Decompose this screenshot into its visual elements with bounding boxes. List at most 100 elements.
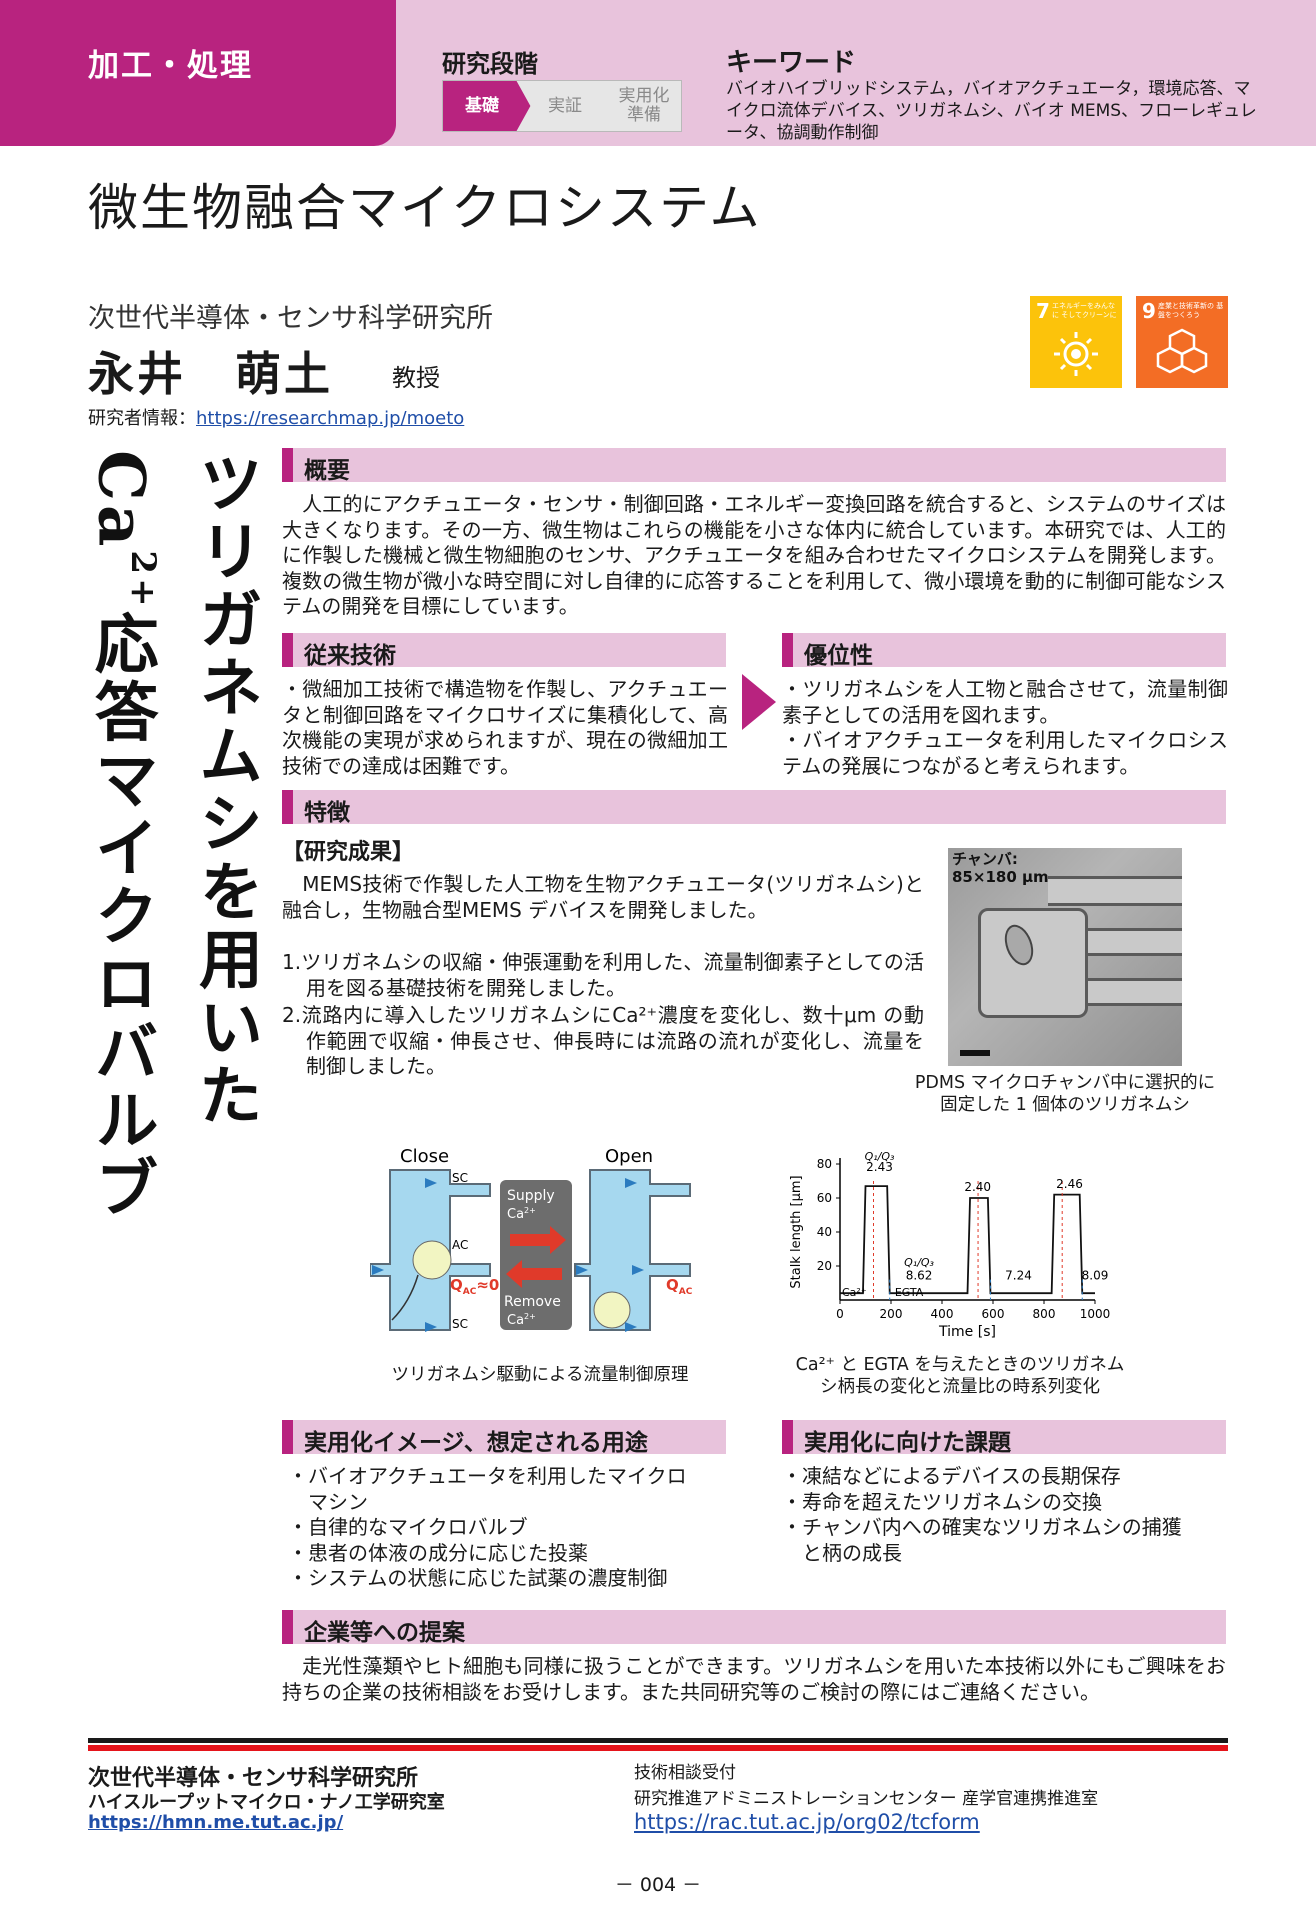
remove-arrow-icon xyxy=(506,1260,562,1288)
footer-lab: ハイスループットマイクロ・ナノ工学研究室 xyxy=(88,1792,445,1813)
flow-arrow-icon xyxy=(576,1265,588,1275)
footer-institute: 次世代半導体・センサ科学研究所 xyxy=(88,1766,419,1791)
footer-rule-red xyxy=(88,1745,1228,1751)
list-item: ・バイオアクチュエータを利用したマイクロ マシン xyxy=(288,1464,687,1514)
footer-consult-link[interactable]: https://rac.tut.ac.jp/org02/tcform xyxy=(634,1810,980,1834)
sdg-9-badge: 9 産業と技術革新の 基盤をつくろう xyxy=(1136,296,1228,388)
x-tick-label: 600 xyxy=(982,1307,1005,1321)
diagram-caption: ツリガネムシ駆動による流量制御原理 xyxy=(391,1365,689,1385)
sun-icon xyxy=(1054,332,1098,376)
diagram-open-label: Open xyxy=(605,1146,653,1167)
photo-channel xyxy=(1088,978,1182,1006)
researcher-role: 教授 xyxy=(392,364,440,392)
footer-consult-label: 技術相談受付 xyxy=(634,1763,736,1783)
researchmap-link[interactable]: https://researchmap.jp/moeto xyxy=(196,408,465,429)
section-title-applications: 実用化イメージ、想定される用途 xyxy=(304,1430,648,1456)
stage-demonstration: 実証 xyxy=(516,80,606,132)
remove-ca-label: Ca2+ xyxy=(507,1312,536,1328)
microscope-photo: チャンバ: 85×180 μm xyxy=(948,848,1182,1066)
page-title: 微生物融合マイクロシステム xyxy=(88,179,762,237)
researcher-info-label: 研究者情報： xyxy=(88,408,196,429)
scale-bar xyxy=(960,1050,990,1056)
sdg-7-number: 7 xyxy=(1036,299,1050,323)
diagram-ac: AC xyxy=(452,1238,468,1252)
section-title-features: 特徴 xyxy=(304,800,350,826)
diagram-sc-bottom: SC xyxy=(452,1317,468,1331)
ca-label: Ca²⁺ xyxy=(842,1286,867,1299)
x-tick-label: 400 xyxy=(931,1307,954,1321)
chart-annotation: 8.62 xyxy=(906,1269,933,1283)
supply-label: Supply xyxy=(507,1188,555,1204)
x-tick-label: 0 xyxy=(836,1307,844,1321)
footer-consult-office: 研究推進アドミニストレーションセンター 産学官連携推進室 xyxy=(634,1789,1099,1809)
applications-list: ・バイオアクチュエータを利用したマイクロ マシン ・自律的なマイクロバルブ ・患… xyxy=(288,1464,728,1592)
features-item-2: 2.流路内に導入したツリガネムシにCa²⁺濃度を変化し、数十μm の動作範囲で収… xyxy=(282,1003,924,1078)
y-tick-label: 60 xyxy=(817,1191,832,1205)
vertical-title-ca: Ca xyxy=(83,450,159,551)
category-tab: 加工・処理 xyxy=(0,0,396,146)
flow-arrow-icon xyxy=(632,1265,644,1275)
diagram-sc-top: SC xyxy=(452,1171,468,1185)
photo-channel xyxy=(1048,876,1182,906)
category-label: 加工・処理 xyxy=(88,48,253,84)
researcher-info: 研究者情報：https://researchmap.jp/moeto xyxy=(88,404,464,430)
vorticella-close xyxy=(412,1240,452,1280)
supply-remove-box xyxy=(500,1180,572,1330)
flow-arrow-icon xyxy=(425,1322,437,1332)
photo-chamber-label: チャンバ: 85×180 μm xyxy=(952,850,1049,886)
list-item: ・自律的なマイクロバルブ xyxy=(288,1515,528,1539)
diagram-channel-open xyxy=(574,1169,691,1331)
vertical-title-line2: Ca2+応答マイクロバルブ xyxy=(80,450,184,1630)
section-title-challenges: 実用化に向けた課題 xyxy=(804,1430,1011,1456)
x-tick-label: 1000 xyxy=(1080,1307,1110,1321)
footer-rule-black xyxy=(88,1738,1228,1743)
section-title-proposal: 企業等への提案 xyxy=(304,1620,465,1646)
stalk-length-line xyxy=(840,1185,1095,1295)
list-item: ・患者の体液の成分に応じた投薬 xyxy=(288,1540,588,1565)
y-tick-label: 80 xyxy=(817,1157,832,1171)
photo-channel xyxy=(1088,928,1182,956)
section-header-features: 特徴 xyxy=(282,790,1226,826)
advantage-body: ・ツリガネムシを人工物と融合させて，流量制御素子としての活用を図れます。 ・バイ… xyxy=(782,677,1228,778)
overview-body: 人工的にアクチュエータ・センサ・制御回路・エネルギー変換回路を統合すると、システ… xyxy=(282,492,1226,618)
research-results-label: 【研究成果】 xyxy=(282,840,415,865)
list-item: ・システムの状態に応じた試薬の濃度制御 xyxy=(288,1566,668,1590)
stage-practical: 実用化 準備 xyxy=(590,80,682,132)
vorticella-open xyxy=(593,1291,631,1329)
section-header-proposal: 企業等への提案 xyxy=(282,1610,1226,1646)
y-axis-label: Stalk length [μm] xyxy=(789,1175,804,1288)
vertical-title-ca-charge: 2+ xyxy=(123,550,163,611)
flow-arrow-icon xyxy=(625,1178,637,1188)
cubes-icon xyxy=(1156,328,1208,374)
page-number: － 004 － xyxy=(614,1874,702,1896)
list-item: ・凍結などによるデバイスの長期保存 xyxy=(782,1464,1121,1488)
stalk-close xyxy=(391,1274,419,1321)
section-header-advantage: 優位性 xyxy=(782,633,1226,669)
vertical-title-rest: 応答マイクロバルブ xyxy=(83,610,159,1223)
ratio-label-top: Q₁/Q₃ xyxy=(865,1150,895,1163)
sdg-7-badge: 7 エネルギーをみんなに そしてクリーンに xyxy=(1030,296,1122,388)
section-title-prior-art: 従来技術 xyxy=(304,643,396,669)
stage-title: 研究段階 xyxy=(442,50,538,78)
sdg-7-caption: エネルギーをみんなに そしてクリーンに xyxy=(1052,302,1117,319)
section-title-advantage: 優位性 xyxy=(804,643,873,669)
y-tick-label: 40 xyxy=(817,1225,832,1239)
diagram-qac-open: QAC xyxy=(666,1276,693,1297)
vertical-title: ツリガネムシを用いた Ca2+応答マイクロバルブ xyxy=(84,450,266,1630)
section-header-overview: 概要 xyxy=(282,448,1226,484)
challenges-list: ・凍結などによるデバイスの長期保存 ・寿命を超えたツリガネムシの交換 ・チャンバ… xyxy=(782,1464,1228,1566)
section-header-prior-art: 従来技術 xyxy=(282,633,726,669)
photo-chamber xyxy=(978,908,1088,1018)
sdg-9-caption: 産業と技術革新の 基盤をつくろう xyxy=(1158,302,1224,319)
diagram-qac-close: QAC≈0 xyxy=(450,1276,499,1297)
footer-lab-link[interactable]: https://hmn.me.tut.ac.jp/ xyxy=(88,1812,344,1833)
chart-caption: Ca²⁺ と EGTA を与えたときのツリガネム シ柄長の変化と流量比の時系列変… xyxy=(795,1355,1125,1397)
keyword-list: バイオハイブリッドシステム，バイオアクチュエータ，環境応答、マイクロ流体デバイス… xyxy=(726,79,1257,143)
diagram-close-label: Close xyxy=(400,1146,449,1167)
sdg-9-number: 9 xyxy=(1142,299,1156,323)
supply-arrow-icon xyxy=(510,1226,566,1254)
x-tick-label: 200 xyxy=(880,1307,903,1321)
researcher-name: 永井 萌土 xyxy=(88,347,333,401)
vertical-title-line1: ツリガネムシを用いた xyxy=(188,450,263,1130)
